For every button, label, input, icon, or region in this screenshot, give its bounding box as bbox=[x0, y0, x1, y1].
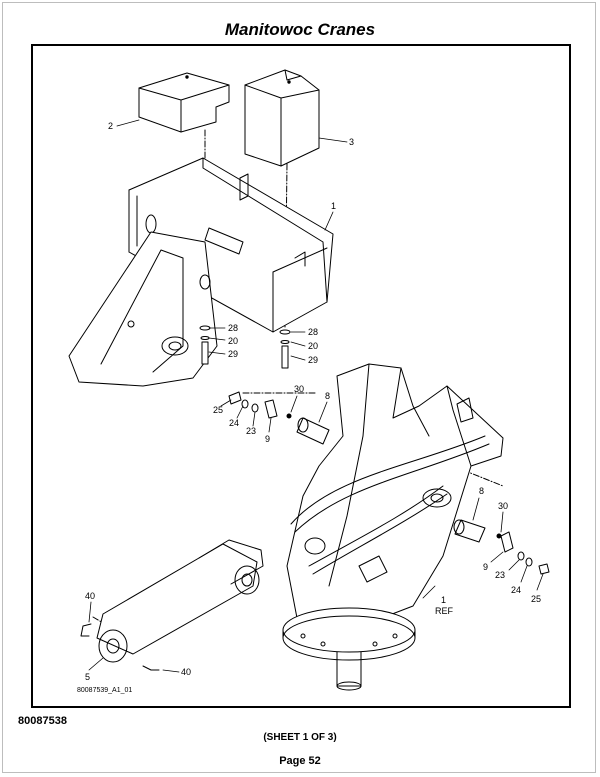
callout-28-left: 28 bbox=[228, 323, 238, 333]
pin-assembly-upper bbox=[228, 391, 330, 445]
turntable-base bbox=[282, 607, 416, 691]
part-5-cylinder bbox=[80, 539, 264, 671]
pin-assembly-lower bbox=[453, 519, 550, 575]
callout-5: 5 bbox=[85, 672, 90, 682]
parts-diagram: 2 3 1 28 20 29 28 20 29 30 8 25 24 23 9 … bbox=[31, 44, 571, 708]
part-2-cover bbox=[138, 72, 230, 133]
page-number: Page 52 bbox=[279, 755, 321, 767]
callout-9-upper: 9 bbox=[265, 434, 270, 444]
callout-1-ref: 1 bbox=[441, 595, 446, 605]
callout-20-left: 20 bbox=[228, 336, 238, 346]
callout-23-lower: 23 bbox=[495, 570, 505, 580]
callout-25-upper: 25 bbox=[213, 405, 223, 415]
exploded-view-drawing: 2 3 1 28 20 29 28 20 29 30 8 25 24 23 9 … bbox=[68, 69, 550, 694]
callout-30-upper: 30 bbox=[294, 384, 304, 394]
callout-23-upper: 23 bbox=[246, 426, 256, 436]
callout-8-lower: 8 bbox=[479, 486, 484, 496]
callout-24-lower: 24 bbox=[511, 585, 521, 595]
fasteners-left bbox=[199, 325, 211, 365]
sheet-label: (SHEET 1 OF 3) bbox=[263, 732, 337, 743]
part-1-enclosure bbox=[128, 157, 334, 333]
callout-2: 2 bbox=[108, 121, 113, 131]
callout-ref: REF bbox=[435, 606, 454, 616]
callout-29-right: 29 bbox=[308, 355, 318, 365]
callout-3: 3 bbox=[349, 137, 354, 147]
callout-20-right: 20 bbox=[308, 341, 318, 351]
callout-30-lower: 30 bbox=[498, 501, 508, 511]
fasteners-right bbox=[279, 329, 291, 369]
callout-40-upper: 40 bbox=[85, 591, 95, 601]
boom-foot bbox=[68, 231, 218, 387]
drawing-id: 80087539_A1_01 bbox=[77, 687, 132, 694]
callout-8-upper: 8 bbox=[325, 391, 330, 401]
callout-1: 1 bbox=[331, 201, 336, 211]
document-number: 80087538 bbox=[18, 715, 67, 727]
part-3-cover bbox=[244, 69, 320, 167]
callout-28-right: 28 bbox=[308, 327, 318, 337]
callout-25-lower: 25 bbox=[531, 594, 541, 604]
page-title: Manitowoc Cranes bbox=[224, 20, 376, 39]
callout-29-left: 29 bbox=[228, 349, 238, 359]
crane-mast bbox=[286, 363, 504, 627]
callout-24-upper: 24 bbox=[229, 418, 239, 428]
callout-9-lower: 9 bbox=[483, 562, 488, 572]
callout-40-lower: 40 bbox=[181, 667, 191, 677]
leader-lines bbox=[88, 119, 544, 673]
